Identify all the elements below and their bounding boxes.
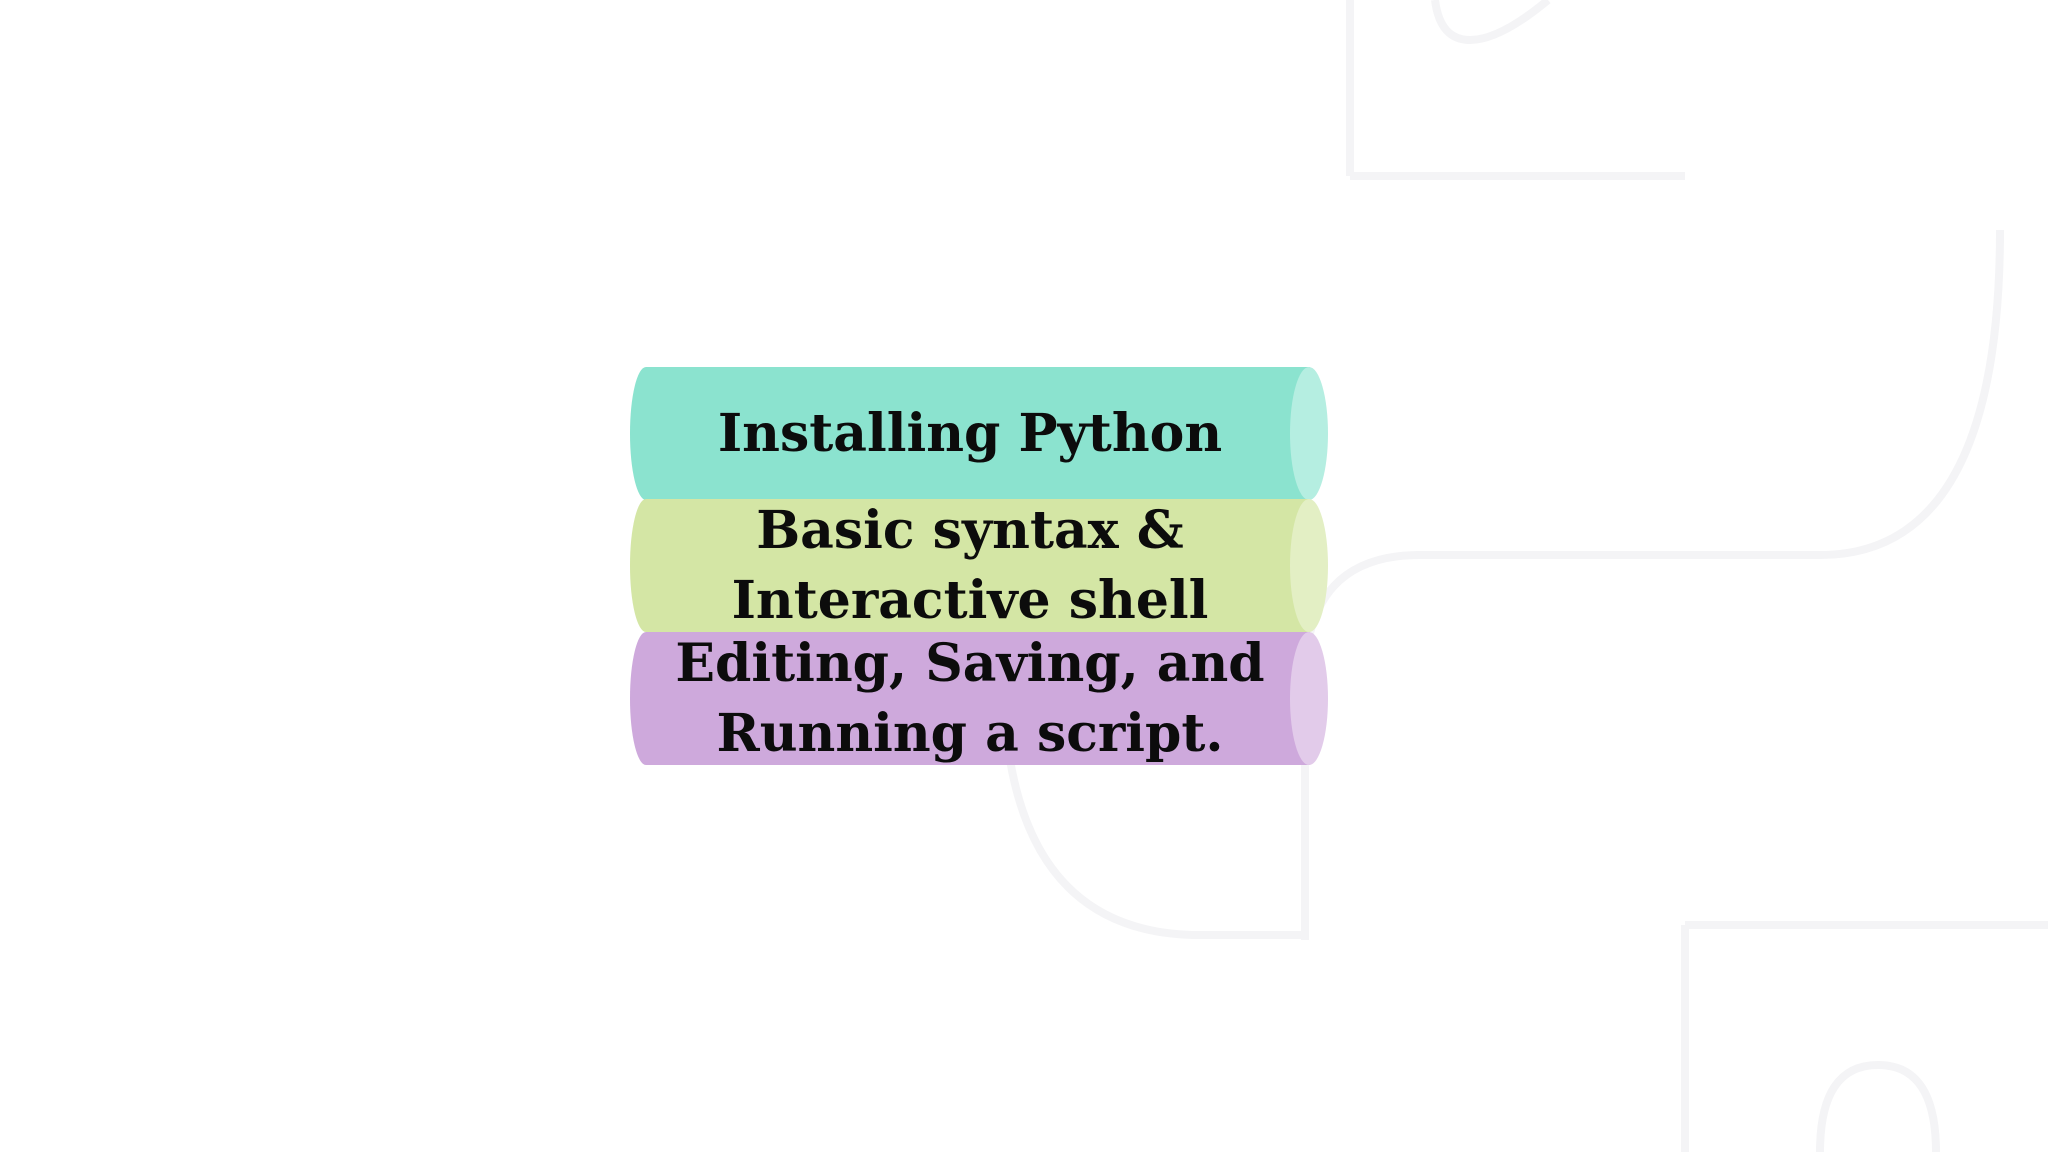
topic-stack-diagram: Installing Python Basic syntax & Interac… [630, 367, 1328, 765]
cylinder-label: Basic syntax & Interactive shell [731, 499, 1209, 631]
cylinder-body [630, 632, 1310, 765]
cylinder-basic-syntax: Basic syntax & Interactive shell [630, 499, 1328, 632]
cylinder-label: Editing, Saving, and Running a script. [675, 632, 1265, 764]
cylinder-editing-saving-running: Editing, Saving, and Running a script. [630, 632, 1328, 765]
cylinder-cap [1290, 367, 1328, 500]
cylinder-label: Installing Python [717, 402, 1223, 464]
cylinder-body [630, 367, 1310, 500]
cylinder-cap [1290, 499, 1328, 632]
cylinder-body [630, 499, 1310, 632]
cylinder-cap [1290, 632, 1328, 765]
cylinder-installing-python: Installing Python [630, 367, 1328, 500]
